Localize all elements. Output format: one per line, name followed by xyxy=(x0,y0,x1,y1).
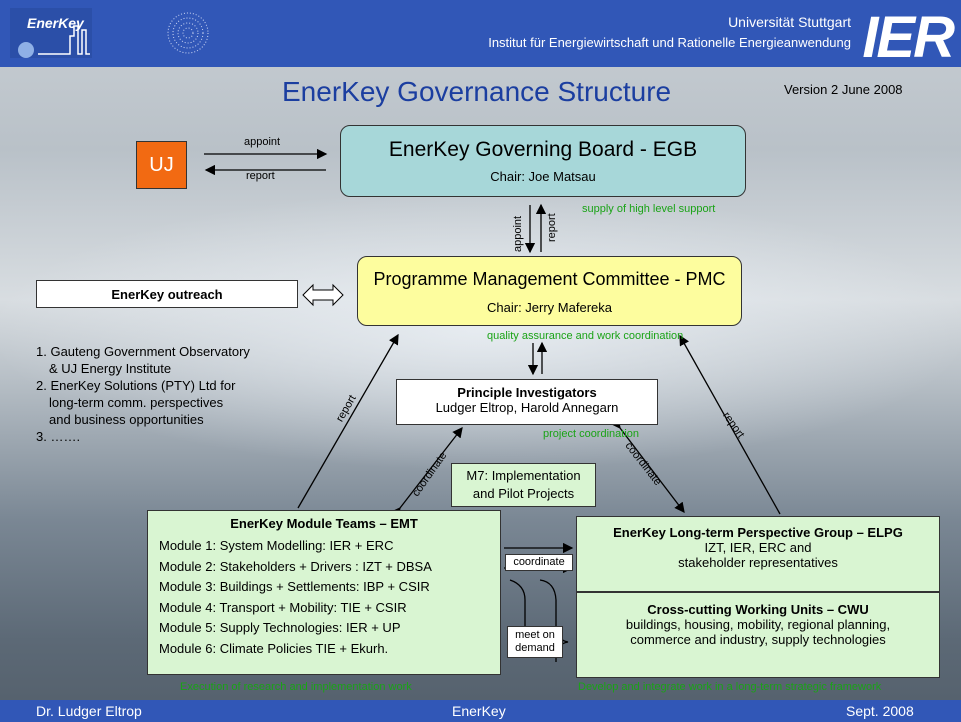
outreach-double-arrow xyxy=(302,283,344,307)
emt-module-list: Module 1: System Modelling: IER + ERC Mo… xyxy=(159,536,500,659)
m7-line-2: and Pilot Projects xyxy=(472,486,575,501)
university-name: Universität Stuttgart xyxy=(728,14,851,30)
emt-note: Execution of research and implementation… xyxy=(180,681,412,693)
slide-title: EnerKey Governance Structure xyxy=(282,76,672,107)
university-seal-icon xyxy=(167,12,209,54)
emt-module-1: Module 1: System Modelling: IER + ERC xyxy=(159,538,394,553)
meet-on-demand-label: meet on demand xyxy=(507,626,563,658)
emt-module-6: Module 6: Climate Policies TIE + Ekurh. xyxy=(159,640,389,656)
header-bar: EnerKey Universität Stuttgart Institut f… xyxy=(0,0,961,70)
cwu-box: Cross-cutting Working Units – CWU buildi… xyxy=(576,592,940,678)
egb-note: supply of high level support xyxy=(582,203,716,215)
emt-module-5: Module 5: Supply Technologies: IER + UP xyxy=(159,620,401,635)
coordinate-right-arrow xyxy=(610,417,685,514)
uj-label: UJ xyxy=(149,153,174,176)
outreach-item-2-line-3: and business opportunities xyxy=(49,412,204,427)
appoint-label: appoint xyxy=(244,136,281,148)
logo-skyline-icon xyxy=(18,25,90,58)
report-label: report xyxy=(246,170,275,182)
elpg-line-1: IZT, IER, ERC and xyxy=(704,540,812,555)
report-v-label: report xyxy=(546,213,558,242)
cwu-line-1: buildings, housing, mobility, regional p… xyxy=(625,617,891,632)
cwu-title: Cross-cutting Working Units – CWU xyxy=(647,602,869,617)
outreach-item-1-line-2: & UJ Energy Institute xyxy=(49,361,172,376)
coordinate-left-arrow xyxy=(390,426,463,519)
coordinate-mid-label: coordinate xyxy=(505,554,573,571)
emt-module-4: Module 4: Transport + Mobility: TIE + CS… xyxy=(159,599,407,615)
footer-author: Dr. Ludger Eltrop xyxy=(36,703,142,719)
logo-text: EnerKey xyxy=(27,15,84,31)
pi-names: Ludger Eltrop, Harold Annegarn xyxy=(435,400,619,415)
outreach-item-1: 1. Gauteng Government Observatory xyxy=(36,344,250,359)
enerkey-logo: EnerKey xyxy=(10,8,92,58)
pi-note: project coordination xyxy=(543,428,640,440)
outreach-item-2: 2. EnerKey Solutions (PTY) Ltd for xyxy=(36,378,236,393)
egb-chair: Chair: Joe Matsau xyxy=(490,169,596,184)
elpg-line-2: stakeholder representatives xyxy=(678,555,838,570)
outreach-box: EnerKey outreach xyxy=(36,280,298,308)
pi-box: Principle Investigators Ludger Eltrop, H… xyxy=(396,379,658,425)
outreach-label: EnerKey outreach xyxy=(111,287,223,302)
elpg-title: EnerKey Long-term Perspective Group – EL… xyxy=(613,525,903,540)
report-right-arrow xyxy=(679,334,781,515)
pmc-chair: Chair: Jerry Mafereka xyxy=(487,300,612,315)
outreach-item-3: 3. ……. xyxy=(36,429,81,444)
pmc-note: quality assurance and work coordination xyxy=(487,330,684,342)
emt-box: EnerKey Module Teams – EMT Module 1: Sys… xyxy=(147,510,501,675)
elpg-box: EnerKey Long-term Perspective Group – EL… xyxy=(576,516,940,592)
egb-box: EnerKey Governing Board - EGB Chair: Joe… xyxy=(340,125,746,197)
pmc-title: Programme Management Committee - PMC xyxy=(373,269,726,289)
egb-title: EnerKey Governing Board - EGB xyxy=(388,138,698,161)
cwu-note: Develop and integrate work in a long-ter… xyxy=(578,681,882,693)
m7-line-1: M7: Implementation xyxy=(466,468,581,483)
emt-module-3: Module 3: Buildings + Settlements: IBP +… xyxy=(159,579,430,594)
ier-logo: IER xyxy=(862,5,955,70)
emt-title: EnerKey Module Teams – EMT xyxy=(230,516,418,531)
cwu-line-2: commerce and industry, supply technologi… xyxy=(630,632,886,647)
footer-date: Sept. 2008 xyxy=(846,703,914,719)
pi-title: Principle Investigators xyxy=(457,385,597,400)
outreach-item-2-line-2: long-term comm. perspectives xyxy=(49,395,224,410)
footer-center: EnerKey xyxy=(452,703,506,719)
meet-brace-left xyxy=(509,579,526,640)
institute-name: Institut für Energiewirtschaft und Ratio… xyxy=(488,35,851,50)
uj-box: UJ xyxy=(136,141,187,189)
outreach-list: 1. Gauteng Government Observatory & UJ E… xyxy=(36,343,250,445)
report-left-arrow xyxy=(297,333,399,509)
version-label: Version 2 June 2008 xyxy=(784,82,903,97)
appoint-v-label: appoint xyxy=(512,215,524,252)
footer-bar: Dr. Ludger Eltrop EnerKey Sept. 2008 xyxy=(0,700,961,722)
emt-module-2: Module 2: Stakeholders + Drivers : IZT +… xyxy=(159,558,432,574)
pmc-box: Programme Management Committee - PMC Cha… xyxy=(357,256,742,326)
m7-box: M7: Implementation and Pilot Projects xyxy=(451,463,596,507)
